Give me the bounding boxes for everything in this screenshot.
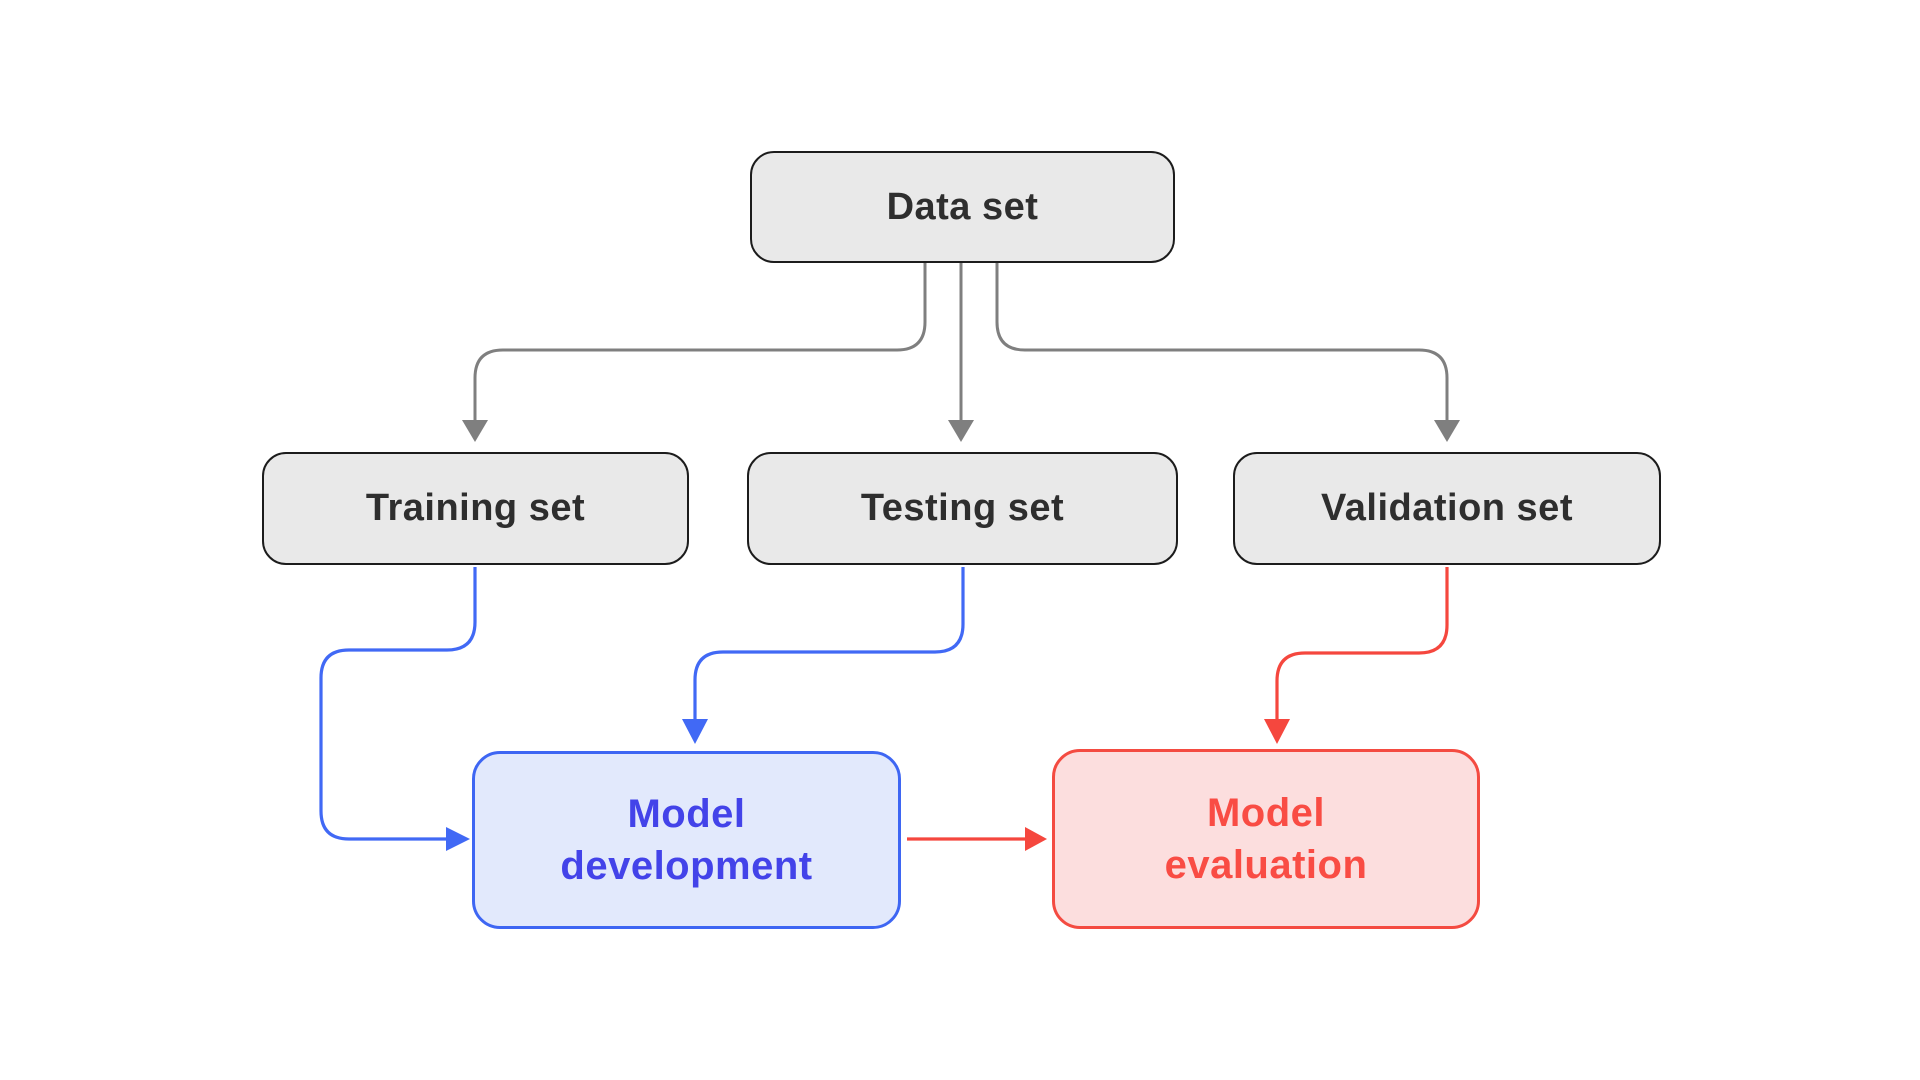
edge-training-modeldev [319, 567, 477, 841]
node-testing-set: Testing set [747, 452, 1178, 565]
node-testing-set-label: Testing set [860, 487, 1065, 529]
edge-dataset-validation [995, 263, 1449, 421]
arrowhead-down-icon [1434, 420, 1460, 442]
arrowhead-down-icon [1264, 719, 1290, 744]
node-data-set-label: Data set [886, 185, 1039, 228]
arrowhead-down-icon [682, 719, 708, 744]
node-model-evaluation: Model evaluation [1052, 749, 1480, 929]
node-validation-set: Validation set [1233, 452, 1661, 565]
arrowhead-right-icon [1025, 827, 1047, 851]
arrowhead-right-icon [446, 827, 470, 851]
node-model-development: Model development [472, 751, 901, 929]
node-data-set: Data set [750, 151, 1175, 263]
node-model-development-label: Model development [560, 792, 813, 888]
edge-testing-modeldev [693, 567, 965, 721]
edge-dataset-training [473, 263, 927, 421]
edge-validation-modeleval [1275, 567, 1449, 721]
node-training-set: Training set [262, 452, 689, 565]
arrowhead-down-icon [948, 420, 974, 442]
arrowhead-down-icon [462, 420, 488, 442]
node-training-set-label: Training set [365, 487, 586, 529]
node-validation-set-label: Validation set [1321, 487, 1573, 529]
node-model-evaluation-label: Model evaluation [1164, 791, 1368, 887]
